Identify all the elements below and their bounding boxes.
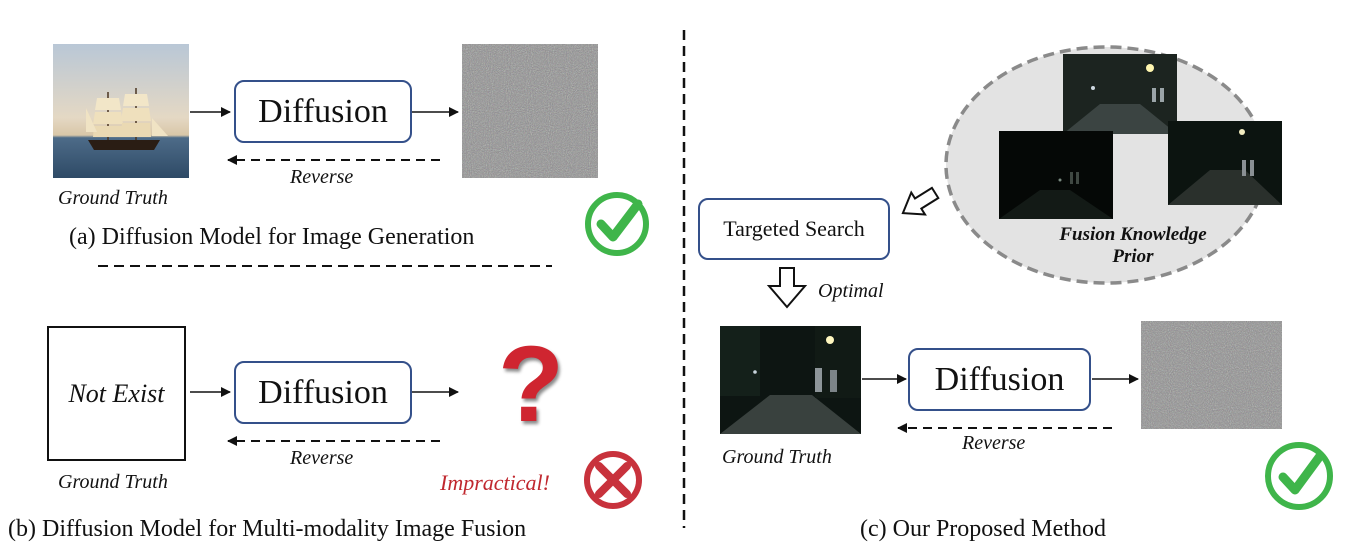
ship-photo bbox=[53, 44, 189, 178]
noise-image-c bbox=[1141, 321, 1282, 429]
check-icon-c bbox=[1265, 442, 1333, 510]
optimal-label: Optimal bbox=[818, 280, 884, 302]
diffusion-box-a: Diffusion bbox=[234, 80, 412, 143]
noise-image-a bbox=[462, 44, 598, 178]
not-exist-box: Not Exist bbox=[47, 326, 186, 461]
hollow-arrow-prior bbox=[901, 186, 940, 216]
question-mark-icon: ? bbox=[498, 323, 564, 444]
targeted-search-box: Targeted Search bbox=[698, 198, 890, 260]
reverse-label-a: Reverse bbox=[290, 166, 354, 188]
prior-label: Fusion Knowledge Prior bbox=[1020, 224, 1246, 268]
ground-truth-label-a: Ground Truth bbox=[58, 187, 168, 209]
impractical-label: Impractical! bbox=[440, 470, 550, 495]
prior-image-top bbox=[1063, 54, 1177, 134]
diffusion-label-c: Diffusion bbox=[934, 360, 1065, 398]
not-exist-label: Not Exist bbox=[68, 378, 165, 408]
prior-image-right bbox=[1168, 121, 1282, 205]
caption-a: (a) Diffusion Model for Image Generation bbox=[69, 224, 475, 250]
reverse-label-c: Reverse bbox=[962, 432, 1026, 454]
diffusion-label-b: Diffusion bbox=[258, 373, 388, 411]
caption-b: (b) Diffusion Model for Multi-modality I… bbox=[8, 516, 527, 542]
hollow-arrow-optimal bbox=[766, 267, 808, 309]
ground-truth-label-c: Ground Truth bbox=[722, 446, 832, 468]
diffusion-label-a: Diffusion bbox=[258, 92, 388, 130]
cross-icon-b bbox=[582, 449, 644, 511]
prior-image-left bbox=[999, 131, 1113, 219]
diffusion-box-b: Diffusion bbox=[234, 361, 412, 424]
diffusion-box-c: Diffusion bbox=[908, 348, 1091, 411]
prior-label-line2: Prior bbox=[1112, 246, 1154, 267]
reverse-label-b: Reverse bbox=[290, 447, 354, 469]
ground-truth-label-b: Ground Truth bbox=[58, 471, 168, 493]
prior-label-line1: Fusion Knowledge bbox=[1059, 224, 1207, 245]
ground-truth-night-photo bbox=[720, 326, 861, 434]
caption-c: (c) Our Proposed Method bbox=[860, 516, 1106, 542]
targeted-search-label: Targeted Search bbox=[723, 216, 865, 241]
check-icon-a bbox=[585, 192, 649, 256]
